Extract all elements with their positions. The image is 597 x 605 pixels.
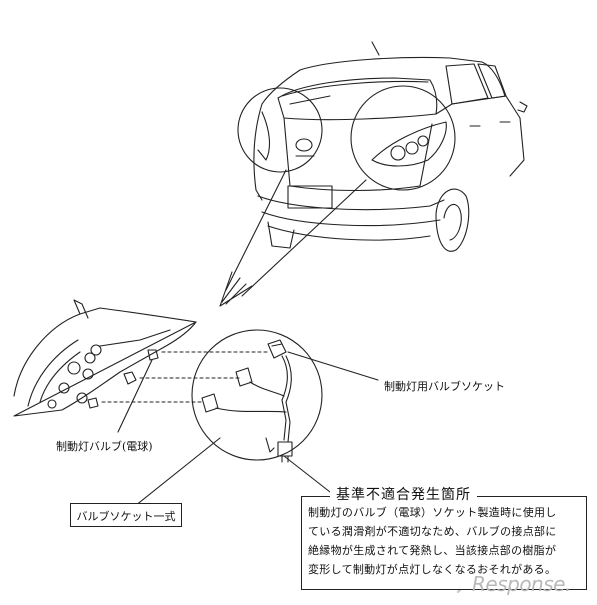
defect-line: ている潤滑剤が不適切なため、バルブの接点部に <box>308 525 557 538</box>
socket-set-label: バルブソケット一式 <box>76 510 176 523</box>
defect-line: 制動灯のバルブ（電球）ソケット製造時に使用し <box>308 506 557 519</box>
defect-title: 基準不適合発生箇所 <box>330 484 477 504</box>
socket-set-box: バルブソケット一式 <box>70 503 182 527</box>
car-rear-illustration <box>237 41 528 252</box>
defect-line: 絶縁物が生成されて発熱し、当該接点部の樹脂が <box>308 544 557 557</box>
bulb-label: 制動灯バルブ(電球) <box>56 440 153 453</box>
defect-line: 変形して制動灯が点灯しなくなるおそれがある。 <box>308 563 557 576</box>
defect-description-box <box>301 496 587 590</box>
tail-lamp-assembly <box>13 299 197 417</box>
socket-label: 制動灯用バルブソケット <box>384 380 505 393</box>
watermark: Response. <box>472 572 571 596</box>
defect-description: 制動灯のバルブ（電球）ソケット製造時に使用し ている潤滑剤が不適切なため、バルブ… <box>308 503 580 579</box>
callout-leaders <box>117 351 379 511</box>
socket-harness-detail <box>191 329 323 463</box>
dashed-leaders <box>101 351 269 403</box>
magnify-arrows <box>219 169 367 307</box>
